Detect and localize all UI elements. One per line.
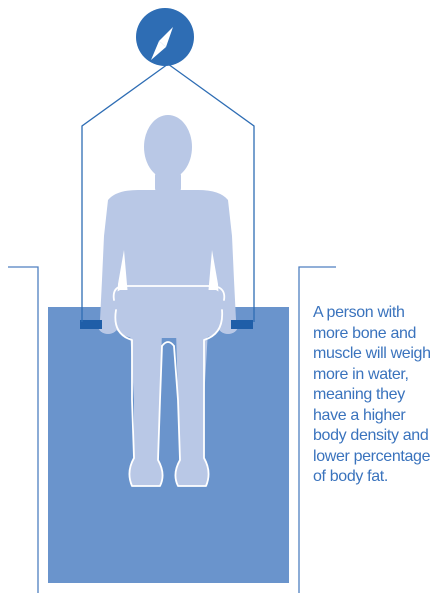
water (48, 307, 289, 583)
caption: A person with more bone and muscle will … (313, 303, 439, 488)
gauge-icon (136, 8, 194, 66)
seat-bar-left (80, 320, 102, 329)
seat-bar-right (231, 320, 253, 329)
tank-wall-left (8, 267, 38, 593)
